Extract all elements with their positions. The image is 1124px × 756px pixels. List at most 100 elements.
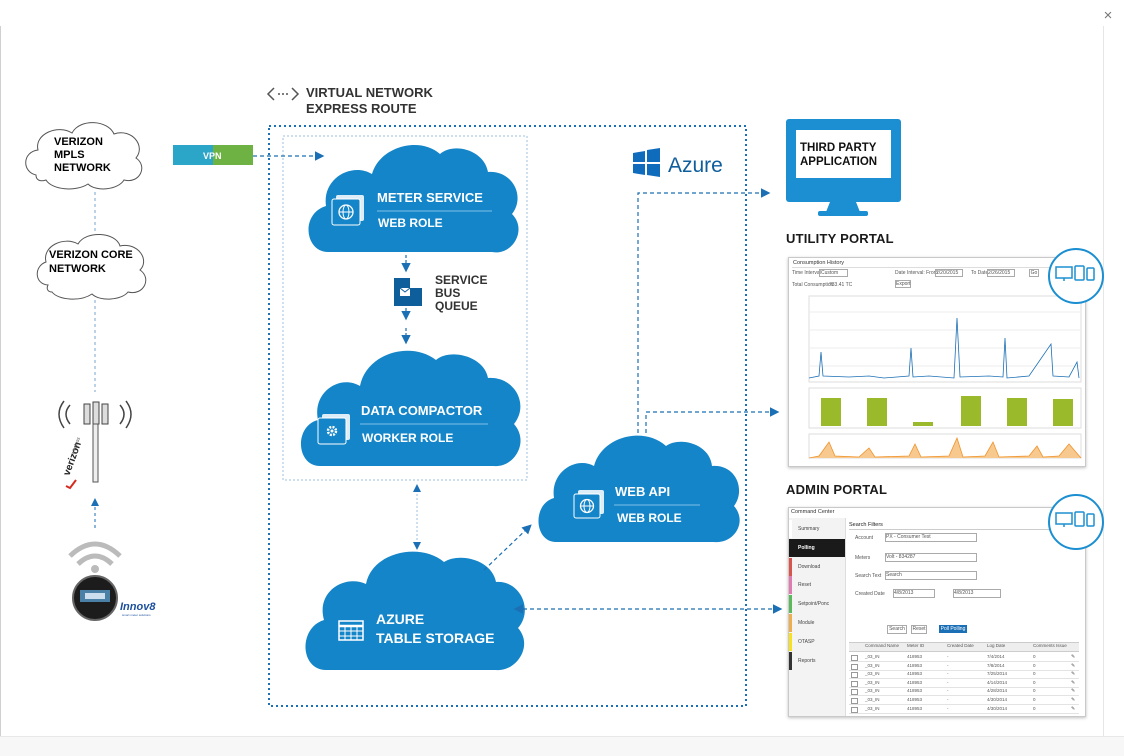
verizon-logo: verizon wireless	[62, 436, 84, 490]
admin-row-checkbox[interactable]	[851, 680, 858, 687]
admin-menu-item[interactable]: Download	[789, 557, 845, 576]
bus-line3: QUEUE	[435, 299, 478, 313]
webapi-title: WEB API	[615, 484, 670, 499]
admin-column-header[interactable]: Created Date	[947, 643, 974, 648]
admin-from-input[interactable]: 4/8/2013	[893, 589, 935, 598]
wifi-icon	[68, 541, 122, 573]
vpn-label: VPN	[203, 151, 222, 161]
admin-row-divider	[849, 695, 1079, 697]
table-grid-icon	[338, 620, 364, 641]
admin-account-select[interactable]: PX - Consumer Test	[885, 533, 977, 542]
cloud-service-boundary	[282, 135, 528, 481]
consumption-area-chart	[808, 433, 1082, 459]
admin-table-cell: 4/30/2014	[987, 705, 1008, 711]
admin-menu-item[interactable]: Reset	[789, 576, 845, 595]
admin-table-cell: 418953	[907, 671, 923, 677]
admin-table-cell: 418953	[907, 697, 923, 702]
admin-menu-item[interactable]: Summary	[789, 520, 845, 538]
core-line1: VERIZON CORE	[49, 249, 133, 261]
admin-menu-item[interactable]: OTASP	[789, 632, 845, 651]
devices-icon	[1048, 494, 1104, 550]
admin-table-cell: _03_IN	[865, 662, 880, 668]
utility-from-input[interactable]: 2/20/2015	[935, 269, 963, 277]
utility-export-button[interactable]: Export	[895, 280, 911, 288]
admin-table-cell: -	[947, 705, 949, 711]
admin-table-cell: _03_IN	[865, 688, 880, 694]
admin-header: Command Center	[791, 509, 835, 515]
gear-icon	[317, 414, 350, 445]
admin-f1-label: Account	[855, 535, 874, 541]
admin-to-input[interactable]: 4/8/2013	[953, 589, 1001, 598]
storage-sub: TABLE STORAGE	[376, 630, 495, 646]
admin-table-cell: _03_IN	[865, 654, 880, 659]
edit-icon[interactable]: ✎	[1071, 688, 1076, 695]
admin-table-cell: -	[947, 697, 949, 702]
admin-table-cell: 418953	[907, 705, 923, 711]
admin-row-checkbox[interactable]	[851, 706, 858, 713]
third-party-line2: APPLICATION	[800, 156, 877, 168]
edit-icon[interactable]: ✎	[1071, 679, 1076, 686]
utility-to-input[interactable]: 2/26/2015	[987, 269, 1015, 277]
window-left-border	[0, 26, 1, 755]
bus-line1: SERVICE	[435, 273, 487, 287]
admin-poll-button[interactable]: Poll Polling	[939, 625, 967, 633]
admin-column-header[interactable]: Log Date	[987, 643, 1006, 648]
webapi-to-thirdparty-arrow	[637, 188, 771, 433]
admin-row-checkbox[interactable]	[851, 655, 858, 661]
admin-row-checkbox[interactable]	[851, 698, 858, 704]
window-titlebar	[0, 0, 1124, 26]
utility-interval-select[interactable]: Custom	[819, 269, 848, 277]
admin-table-cell: 418953	[907, 679, 923, 685]
admin-table-cell: _03_IN	[865, 697, 880, 702]
admin-row-checkbox[interactable]	[851, 672, 858, 679]
meter-service-cloud	[308, 144, 519, 253]
vpn-bar	[173, 145, 253, 165]
innov8-logo: Innov8	[120, 601, 156, 613]
admin-table-cell: 0	[1033, 688, 1036, 694]
admin-table-cell: _03_IN	[865, 671, 880, 677]
admin-f4-label: Created Date	[855, 591, 885, 597]
edit-icon[interactable]: ✎	[1071, 671, 1076, 678]
consumption-line-chart	[808, 295, 1082, 383]
window-right-border	[1103, 26, 1104, 736]
innov8-tagline: smart meter solutions	[122, 613, 151, 617]
admin-f3-label: Search Text	[855, 573, 882, 579]
storage-to-webapi-arrow	[483, 524, 532, 571]
admin-table-cell: 7/25/2014	[987, 671, 1008, 677]
admin-menu-item[interactable]: Module	[789, 614, 845, 632]
admin-meter-select[interactable]: Volt - 834287	[885, 553, 977, 562]
admin-column-header[interactable]: Meter ID	[907, 643, 925, 648]
edit-icon[interactable]: ✎	[1071, 697, 1076, 703]
admin-search-input[interactable]: Search	[885, 571, 977, 580]
verizon-core-cloud	[36, 234, 147, 300]
admin-menu-item[interactable]: Setpoint/Ponc	[789, 595, 845, 614]
admin-search-button[interactable]: Search	[887, 625, 907, 634]
admin-row-divider	[849, 661, 1079, 662]
edit-icon[interactable]: ✎	[1071, 654, 1076, 660]
edit-icon[interactable]: ✎	[1071, 662, 1076, 669]
admin-row-checkbox[interactable]	[851, 689, 858, 696]
admin-table-cell: 4/28/2014	[987, 688, 1008, 694]
admin-column-header[interactable]: Command Name	[865, 643, 900, 648]
admin-table-cell: 0	[1033, 662, 1036, 668]
admin-table-header	[849, 642, 1079, 652]
vnet-title: VIRTUAL NETWORK	[306, 85, 433, 100]
compactor-title: DATA COMPACTOR	[361, 403, 483, 418]
admin-table-cell: 7/8/2014	[987, 662, 1005, 668]
admin-portal-title: ADMIN PORTAL	[786, 482, 888, 497]
edit-icon[interactable]: ✎	[1071, 705, 1076, 712]
admin-column-header[interactable]: Comments Issue	[1033, 643, 1067, 648]
admin-reset-button[interactable]: Reset	[911, 625, 927, 634]
meter-service-title: METER SERVICE	[377, 190, 483, 205]
admin-menu-item[interactable]: Polling	[789, 538, 845, 557]
close-icon[interactable]: ×	[1103, 7, 1113, 24]
admin-menu-item[interactable]: Reports	[789, 651, 845, 670]
admin-row-checkbox[interactable]	[851, 663, 858, 670]
admin-table-cell: -	[947, 688, 949, 694]
utility-go-button[interactable]: Go	[1029, 269, 1039, 277]
verizon-mpls-cloud	[25, 122, 143, 190]
window-bottom-bar	[0, 736, 1124, 756]
mpls-line2: MPLS	[54, 149, 85, 161]
